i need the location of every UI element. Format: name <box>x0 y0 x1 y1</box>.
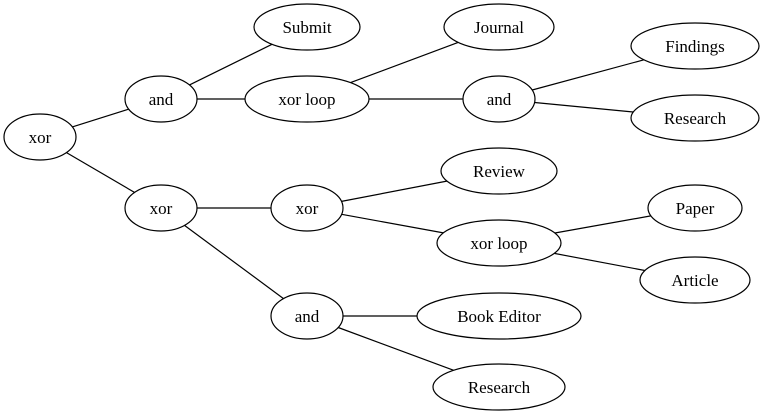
edge-n10-n11 <box>341 180 447 202</box>
node-ellipse <box>436 219 562 267</box>
tree-node-n4: Submit <box>253 3 361 51</box>
node-label: and <box>295 307 320 326</box>
edge-n7-n8 <box>532 59 645 91</box>
tree-node-n13: Paper <box>647 184 743 232</box>
tree-node-n9: Research <box>630 94 760 142</box>
tree-node-n11: Review <box>440 147 558 195</box>
node-ellipse <box>432 363 566 411</box>
edge-n12-n14 <box>554 252 646 272</box>
node-label: xor loop <box>470 234 527 253</box>
node-label: xor <box>29 128 52 147</box>
edge-n10-n12 <box>341 213 444 234</box>
node-label: Research <box>468 378 531 397</box>
node-ellipse <box>124 75 198 123</box>
nodes-layer: xor and xor Submit xor loop Journal and Finding… <box>3 3 760 411</box>
node-ellipse <box>630 22 760 70</box>
node-label: Article <box>671 271 718 290</box>
edge-n12-n13 <box>554 215 651 234</box>
tree-node-n15: and <box>270 292 344 340</box>
node-label: Research <box>664 109 727 128</box>
node-ellipse <box>270 184 344 232</box>
node-label: xor loop <box>278 90 335 109</box>
edge-n2-n4 <box>189 43 273 86</box>
node-label: Journal <box>474 18 524 37</box>
node-ellipse <box>630 94 760 142</box>
node-ellipse <box>253 3 361 51</box>
node-ellipse <box>440 147 558 195</box>
node-ellipse <box>124 184 198 232</box>
tree-node-n2: and <box>124 75 198 123</box>
node-label: xor <box>296 199 319 218</box>
node-ellipse <box>462 75 536 123</box>
tree-node-n12: xor loop <box>436 219 562 267</box>
tree-node-n3: xor <box>124 184 198 232</box>
node-ellipse <box>647 184 743 232</box>
node-label: xor <box>150 199 173 218</box>
node-label: and <box>149 90 174 109</box>
tree-node-n7: and <box>462 75 536 123</box>
node-label: and <box>487 90 512 109</box>
node-ellipse <box>270 292 344 340</box>
edge-n1-n3 <box>66 152 135 193</box>
node-label: Submit <box>282 18 331 37</box>
node-label: Findings <box>665 37 725 56</box>
edge-n5-n6 <box>350 41 459 84</box>
tree-node-n16: Book Editor <box>416 292 582 340</box>
tree-node-n14: Article <box>639 256 751 304</box>
node-label: Review <box>473 162 526 181</box>
edge-n3-n15 <box>184 224 284 300</box>
node-label: Paper <box>676 199 715 218</box>
tree-node-n5: xor loop <box>244 75 370 123</box>
tree-node-n6: Journal <box>443 3 555 51</box>
node-label: Book Editor <box>457 307 541 326</box>
node-ellipse <box>3 113 77 161</box>
edge-n1-n2 <box>72 108 129 128</box>
tree-node-n1: xor <box>3 113 77 161</box>
tree-node-n8: Findings <box>630 22 760 70</box>
node-ellipse <box>639 256 751 304</box>
edges-layer <box>66 41 651 371</box>
edge-n15-n17 <box>337 326 454 371</box>
node-ellipse <box>244 75 370 123</box>
node-ellipse <box>416 292 582 340</box>
tree-node-n10: xor <box>270 184 344 232</box>
tree-node-n17: Research <box>432 363 566 411</box>
node-ellipse <box>443 3 555 51</box>
edge-n7-n9 <box>534 101 634 113</box>
